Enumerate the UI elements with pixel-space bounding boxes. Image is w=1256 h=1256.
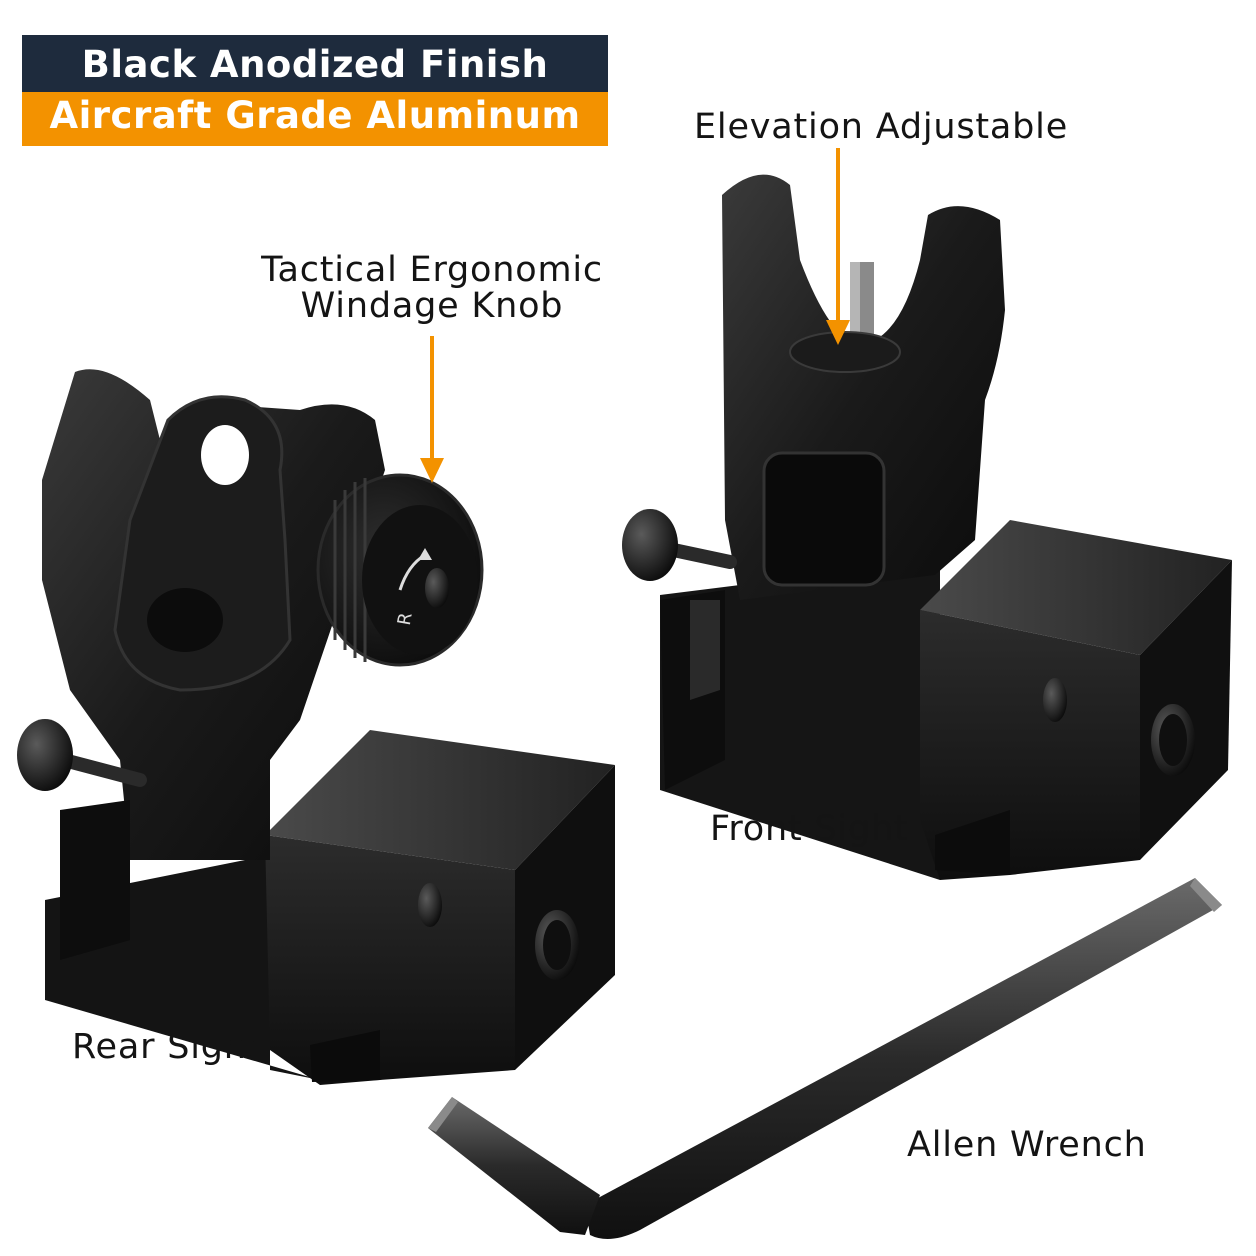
front-sight-detent <box>789 331 901 373</box>
allen-wrench-long-arm <box>585 878 1222 1239</box>
allen-wrench-label: Allen Wrench <box>907 1125 1147 1165</box>
front-sight-base-front <box>920 610 1140 880</box>
rear-sight-label: Rear Sight <box>72 1027 262 1067</box>
windage-label: Tactical Ergonomic Windage Knob <box>252 250 612 326</box>
rear-sight-screw <box>418 883 442 927</box>
material-label: Aircraft Grade Aluminum <box>22 92 608 146</box>
front-sight-base-side <box>660 560 940 880</box>
front-sight-label: Front Sight <box>710 809 909 849</box>
windage-knob-marking: R <box>394 611 417 627</box>
rear-sight-push-pin <box>17 719 73 791</box>
windage-knob-screw <box>425 568 449 608</box>
front-sight-push-pin <box>622 509 678 581</box>
front-sight-screw <box>1043 678 1067 722</box>
rear-sight: R <box>17 369 615 1085</box>
allen-wrench-short-arm <box>428 1097 600 1235</box>
windage-label-line1: Tactical Ergonomic <box>261 250 603 290</box>
windage-label-line2: Windage Knob <box>300 286 564 326</box>
material-badge: Black Anodized Finish Aircraft Grade Alu… <box>22 35 608 146</box>
windage-arrow <box>420 336 444 483</box>
front-sight <box>622 174 1232 880</box>
front-sight-window <box>762 451 886 587</box>
elevation-label: Elevation Adjustable <box>694 107 1069 147</box>
allen-wrench <box>428 878 1222 1239</box>
rear-sight-base-front <box>265 835 515 1085</box>
rear-sight-base-top <box>265 730 615 870</box>
finish-label: Black Anodized Finish <box>22 35 608 92</box>
elevation-arrow <box>826 148 850 345</box>
front-sight-base-top <box>920 520 1232 655</box>
rear-sight-peep-hole <box>201 425 249 485</box>
